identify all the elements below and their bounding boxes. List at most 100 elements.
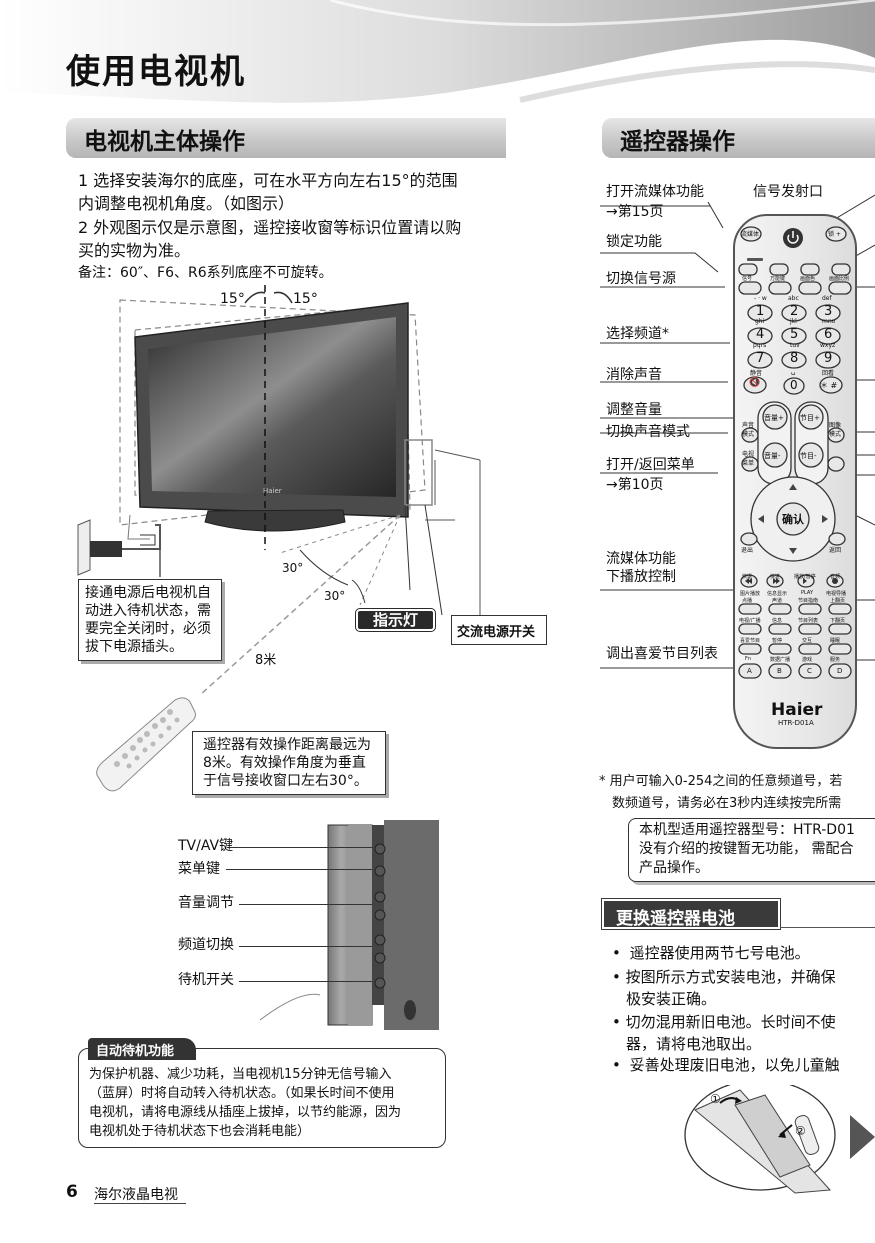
battery-step-2: ② bbox=[795, 1124, 806, 1138]
remote-btn-universal[interactable]: 万能键 bbox=[770, 276, 786, 282]
remote-btn-menu[interactable]: 电视菜单 bbox=[742, 451, 755, 467]
fav-label-4-2: 数据广播 bbox=[770, 657, 791, 663]
fav-label-1-3: 节目指南 bbox=[798, 598, 819, 604]
footer-underline bbox=[94, 1203, 186, 1204]
auto-standby-line-1: 为保护机器、减少功耗，当电视机15分钟无信号输入 bbox=[89, 1067, 392, 1082]
indicator-label: 指示灯 bbox=[372, 611, 418, 629]
remote-digit-5[interactable]: 5 bbox=[790, 327, 799, 342]
label-lock: 锁定功能 bbox=[606, 234, 662, 250]
digit-letters-5: jkl bbox=[790, 318, 797, 325]
fav-label-1-4: 上翻页 bbox=[830, 598, 846, 604]
remote-btn-color[interactable]: 画面色 bbox=[800, 276, 816, 282]
remote-btn-picture-mode[interactable]: 图像模式 bbox=[829, 422, 842, 438]
label-channel: 选择频道* bbox=[606, 326, 669, 342]
tv-brand: Haier bbox=[263, 487, 282, 495]
media-label-photo: 图片播放 bbox=[740, 591, 761, 597]
remote-btn-color-d[interactable]: D bbox=[837, 667, 843, 675]
remote-btn-streaming[interactable]: 流媒体 bbox=[741, 231, 760, 238]
footnote-line-2: 数频道号，请务必在3秒内连续按完所需 bbox=[612, 796, 842, 811]
page-title: 使用电视机 bbox=[66, 52, 246, 92]
label-stream-ctrl-2: 下播放控制 bbox=[606, 569, 676, 585]
remote-btn-ch-minus[interactable]: 节目- bbox=[800, 452, 817, 460]
label-menu-page: →第10页 bbox=[606, 477, 664, 493]
digit-letters-8: tuv bbox=[790, 342, 800, 349]
tv-side-panel-illustration bbox=[260, 820, 439, 1030]
fav-label-2-1: 电视/广播 bbox=[739, 618, 761, 624]
tv-illustration bbox=[77, 285, 481, 696]
media-label-play: 播放/暂停 bbox=[794, 574, 816, 580]
leader-channel bbox=[239, 946, 372, 947]
note-text: 备注：60″、F6、R6系列底座不可旋转。 bbox=[78, 265, 333, 281]
digit-letters-4: ghi bbox=[755, 318, 765, 325]
remote-btn-sound-mode[interactable]: 声音模式 bbox=[742, 422, 755, 438]
media-label-audio: 音频 bbox=[830, 574, 841, 580]
remote-btn-source[interactable]: 信号 bbox=[742, 276, 753, 282]
battery-title-bar: 更换遥控器电池 bbox=[602, 899, 780, 929]
leader-standby bbox=[239, 981, 372, 982]
angle-right-label: 15° bbox=[293, 291, 318, 307]
battery-item-4: • 妥善处理废旧电池，以免儿童触 bbox=[612, 1054, 840, 1076]
remote-btn-mute[interactable]: 🔇 bbox=[749, 378, 761, 388]
remote-callout: 遥控器有效操作距离最远为 8米。有效操作角度为垂直 于信号接收窗口左右30°。 bbox=[192, 731, 386, 795]
battery-item-2-line-2: 极安装正确。 bbox=[626, 990, 717, 1008]
remote-btn-ch-plus[interactable]: 节目+ bbox=[800, 414, 820, 422]
label-signal-port: 信号发射口 bbox=[753, 184, 823, 200]
battery-item-3-line-2: 器，请将电池取出。 bbox=[626, 1035, 762, 1053]
remote-buttons bbox=[738, 226, 852, 679]
fav-label-2-2: 信息 bbox=[772, 618, 783, 624]
remote-btn-ok[interactable]: 确认 bbox=[782, 513, 804, 526]
ac-switch-label: 交流电源开关 bbox=[457, 625, 536, 640]
remote-btn-recall[interactable]: ＊ # bbox=[820, 381, 838, 390]
remote-digit-8[interactable]: 8 bbox=[790, 351, 799, 366]
media-label-play2: PLAY bbox=[801, 590, 814, 596]
auto-standby-line-4: 电视机处于待机状态下也会消耗电能） bbox=[89, 1124, 311, 1139]
auto-standby-line-3: 电视机，请将电源线从插座上拔掉，以节约能源，因为 bbox=[89, 1105, 402, 1120]
remote-btn-color-a[interactable]: A bbox=[747, 667, 752, 675]
remote-btn-vol-minus[interactable]: 音量- bbox=[764, 452, 781, 460]
standby-callout: 接通电源后电视机自 动进入待机状态，需 要完全关闭时，必须 拔下电源插头。 bbox=[78, 579, 222, 661]
mute-small-label: 静音 bbox=[750, 370, 763, 377]
intro-line-1a: 1 选择安装海尔的底座，可在水平方向左右15°的范围 bbox=[78, 171, 458, 190]
fav-label-4-4: 服务 bbox=[830, 657, 841, 663]
remote-digit-1[interactable]: 1 bbox=[756, 304, 765, 319]
remote-btn-color-c[interactable]: C bbox=[807, 667, 812, 675]
standby-line-3: 要完全关闭时，必须 bbox=[85, 621, 211, 637]
remote-btn-lock[interactable]: 锁 + bbox=[828, 231, 841, 238]
digit-letters-2: abc bbox=[788, 295, 799, 302]
remote-btn-aspect[interactable]: 画面比例 bbox=[829, 276, 850, 282]
bullet: • bbox=[612, 944, 621, 962]
digit-letters-1: - · w bbox=[754, 295, 767, 302]
side-key-volume: 音量调节 bbox=[178, 895, 234, 911]
remote-btn-vol-plus[interactable]: 音量+ bbox=[764, 414, 784, 422]
section-title-tv-body: 电视机主体操作 bbox=[84, 129, 245, 155]
remote-digit-6[interactable]: 6 bbox=[824, 327, 833, 342]
standby-line-1: 接通电源后电视机自 bbox=[85, 585, 211, 601]
remote-digit-9[interactable]: 9 bbox=[824, 351, 833, 366]
fav-label-3-3: 交互 bbox=[802, 638, 813, 644]
remote-digit-4[interactable]: 4 bbox=[756, 327, 765, 342]
label-mute: 消除声音 bbox=[606, 367, 662, 383]
label-favorites: 调出喜爱节目列表 bbox=[606, 646, 718, 662]
label-stream-ctrl-1: 流媒体功能 bbox=[606, 551, 676, 567]
media-label-info: 信息显示 bbox=[767, 591, 788, 597]
remote-digit-3[interactable]: 3 bbox=[824, 304, 833, 319]
media-label-forward: 快进 bbox=[770, 574, 781, 580]
auto-standby-title: 自动待机功能 bbox=[96, 1044, 175, 1059]
remote-btn-color-b[interactable]: B bbox=[777, 667, 782, 675]
zero-small-label: ␣ bbox=[791, 367, 796, 375]
remote-btn-back[interactable]: 返回 bbox=[829, 547, 842, 554]
bullet: • bbox=[612, 968, 621, 986]
battery-item-4-line-1: 妥善处理废旧电池，以免儿童触 bbox=[629, 1056, 840, 1074]
bullet: • bbox=[612, 1013, 621, 1031]
remote-digit-2[interactable]: 2 bbox=[790, 304, 799, 319]
remote-digit-7[interactable]: 7 bbox=[756, 351, 765, 366]
auto-standby-line-2: （蓝屏）时将自动转入待机状态。（如果长时间不使用 bbox=[89, 1086, 395, 1101]
angle-30b-label: 30° bbox=[324, 589, 346, 603]
remote-btn-exit[interactable]: 退出 bbox=[741, 547, 754, 554]
label-streaming-page: →第15页 bbox=[606, 204, 664, 220]
digit-letters-3: def bbox=[822, 295, 832, 302]
info-box-line-1: 本机型适用遥控器型号：HTR-D01 bbox=[639, 822, 855, 838]
info-box-line-2: 没有介绍的按键暂无功能， 需配合 bbox=[639, 841, 854, 857]
side-key-tvav: TV/AV键 bbox=[178, 838, 234, 854]
remote-digit-0[interactable]: 0 bbox=[790, 378, 798, 392]
